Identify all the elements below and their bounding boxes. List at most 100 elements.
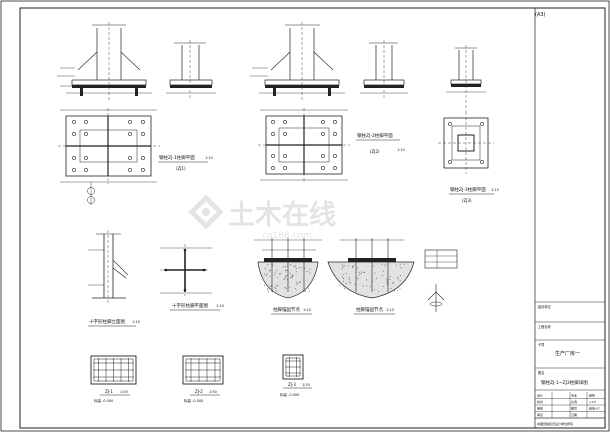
concrete-hatch bbox=[270, 269, 272, 271]
concrete-hatch bbox=[292, 274, 294, 276]
concrete-hatch bbox=[397, 276, 399, 278]
concrete-hatch bbox=[386, 279, 388, 281]
legend-table bbox=[424, 249, 458, 269]
concrete-hatch bbox=[296, 281, 298, 283]
concrete-hatch bbox=[296, 284, 298, 286]
concrete-hatch bbox=[383, 270, 385, 272]
f-zj1-elev: 标高 -0.500 bbox=[94, 398, 113, 403]
concrete-hatch bbox=[341, 283, 343, 285]
bolt-detail bbox=[427, 284, 445, 312]
concrete-hatch bbox=[276, 270, 278, 272]
zj3-elevation bbox=[446, 45, 486, 112]
concrete-hatch bbox=[397, 289, 399, 291]
zj1-elevation bbox=[57, 22, 152, 100]
bolt-hole bbox=[141, 132, 145, 136]
cross-elev-scale: 1:10 bbox=[132, 320, 140, 324]
concrete-hatch bbox=[267, 288, 269, 290]
tb-cell-label: 审定 bbox=[537, 412, 543, 417]
tb-cell-label: 校对 bbox=[537, 399, 543, 404]
concrete-hatch bbox=[339, 284, 341, 286]
bolt-hole bbox=[84, 156, 88, 160]
concrete-hatch bbox=[283, 278, 285, 280]
concrete-hatch bbox=[276, 290, 278, 292]
f-zj2-scale: 1:50 bbox=[209, 390, 217, 394]
bolt-hole bbox=[84, 120, 88, 124]
concrete-hatch bbox=[266, 273, 268, 275]
concrete-hatch bbox=[399, 275, 401, 277]
concrete-hatch bbox=[291, 275, 293, 277]
concrete-hatch bbox=[263, 273, 265, 275]
bolt-hole bbox=[321, 132, 325, 136]
foundation-zj1 bbox=[90, 355, 137, 385]
bolt-hole bbox=[271, 154, 275, 158]
bolt-hole bbox=[128, 132, 132, 136]
concrete-hatch bbox=[375, 277, 377, 279]
f-zj2-elev: 标高 -0.500 bbox=[184, 398, 203, 403]
concrete-hatch bbox=[394, 290, 396, 292]
concrete-hatch bbox=[267, 291, 269, 293]
tb-cell-label: 专业 bbox=[571, 393, 577, 398]
zj2-elevation bbox=[250, 22, 345, 100]
bolt-hole bbox=[333, 120, 337, 124]
zj3-plan bbox=[438, 112, 494, 174]
concrete-hatch bbox=[290, 264, 292, 266]
concrete-hatch bbox=[349, 281, 351, 283]
zj2-side-elevation bbox=[360, 40, 408, 100]
zj2-scale: 1:10 bbox=[397, 148, 405, 152]
concrete-hatch bbox=[370, 285, 372, 287]
cross-elevation bbox=[88, 230, 129, 305]
concrete-hatch bbox=[295, 287, 297, 289]
concrete-hatch bbox=[295, 271, 297, 273]
anchor-detail-1 bbox=[254, 238, 322, 299]
concrete-hatch bbox=[374, 272, 376, 274]
concrete-hatch bbox=[373, 289, 375, 291]
bolt-hole bbox=[283, 132, 287, 136]
sheet-mark: (A3) bbox=[535, 12, 546, 18]
concrete-hatch bbox=[354, 284, 356, 286]
concrete-hatch bbox=[276, 277, 278, 279]
foundation-zj2 bbox=[182, 355, 224, 385]
concrete-hatch bbox=[306, 270, 308, 272]
bolt-hole bbox=[480, 160, 484, 164]
concrete-hatch bbox=[286, 275, 288, 277]
concrete-hatch bbox=[390, 287, 392, 289]
concrete-hatch bbox=[396, 264, 398, 266]
bolt-hole bbox=[271, 166, 275, 170]
concrete-hatch bbox=[381, 274, 383, 276]
concrete-hatch bbox=[297, 283, 299, 285]
bolt-hole bbox=[128, 120, 132, 124]
concrete-hatch bbox=[384, 265, 386, 267]
concrete-hatch bbox=[285, 275, 287, 277]
concrete-hatch bbox=[400, 267, 402, 269]
bolt-hole bbox=[321, 166, 325, 170]
tb-footer: 本图纸版权归设计单位所有 bbox=[537, 421, 573, 426]
concrete-hatch bbox=[269, 275, 271, 277]
bolt-hole bbox=[72, 168, 76, 172]
concrete-hatch bbox=[342, 274, 344, 276]
concrete-hatch bbox=[267, 289, 269, 291]
concrete-hatch bbox=[274, 288, 276, 290]
anchor1-scale: 1:10 bbox=[303, 308, 311, 312]
anchor2-title: 柱脚锚固节点 bbox=[356, 306, 383, 313]
concrete-hatch bbox=[359, 274, 361, 276]
concrete-hatch bbox=[342, 266, 344, 268]
tb-cell-label: 设计 bbox=[537, 393, 543, 398]
bolt-hole bbox=[283, 166, 287, 170]
concrete-hatch bbox=[352, 266, 354, 268]
bolt-hole bbox=[480, 122, 484, 126]
concrete-hatch bbox=[363, 285, 365, 287]
watermark: 土木在线 co188.com bbox=[188, 194, 336, 241]
tb-cell-label: 比例 bbox=[571, 399, 577, 404]
tb-cell-label: 图号 bbox=[571, 406, 577, 411]
concrete-hatch bbox=[309, 268, 311, 270]
concrete-hatch bbox=[301, 267, 303, 269]
f-zj3-scale: 1:20 bbox=[302, 383, 310, 387]
concrete-hatch bbox=[386, 283, 388, 285]
concrete-hatch bbox=[341, 277, 343, 279]
concrete-hatch bbox=[377, 290, 379, 292]
concrete-hatch bbox=[263, 284, 265, 286]
tb-drawing-title: 钢柱ZJ-1~ZJ3柱脚详图 bbox=[541, 379, 588, 386]
anchor1-title: 柱脚锚固节点 bbox=[273, 306, 300, 313]
concrete-hatch bbox=[270, 285, 272, 287]
